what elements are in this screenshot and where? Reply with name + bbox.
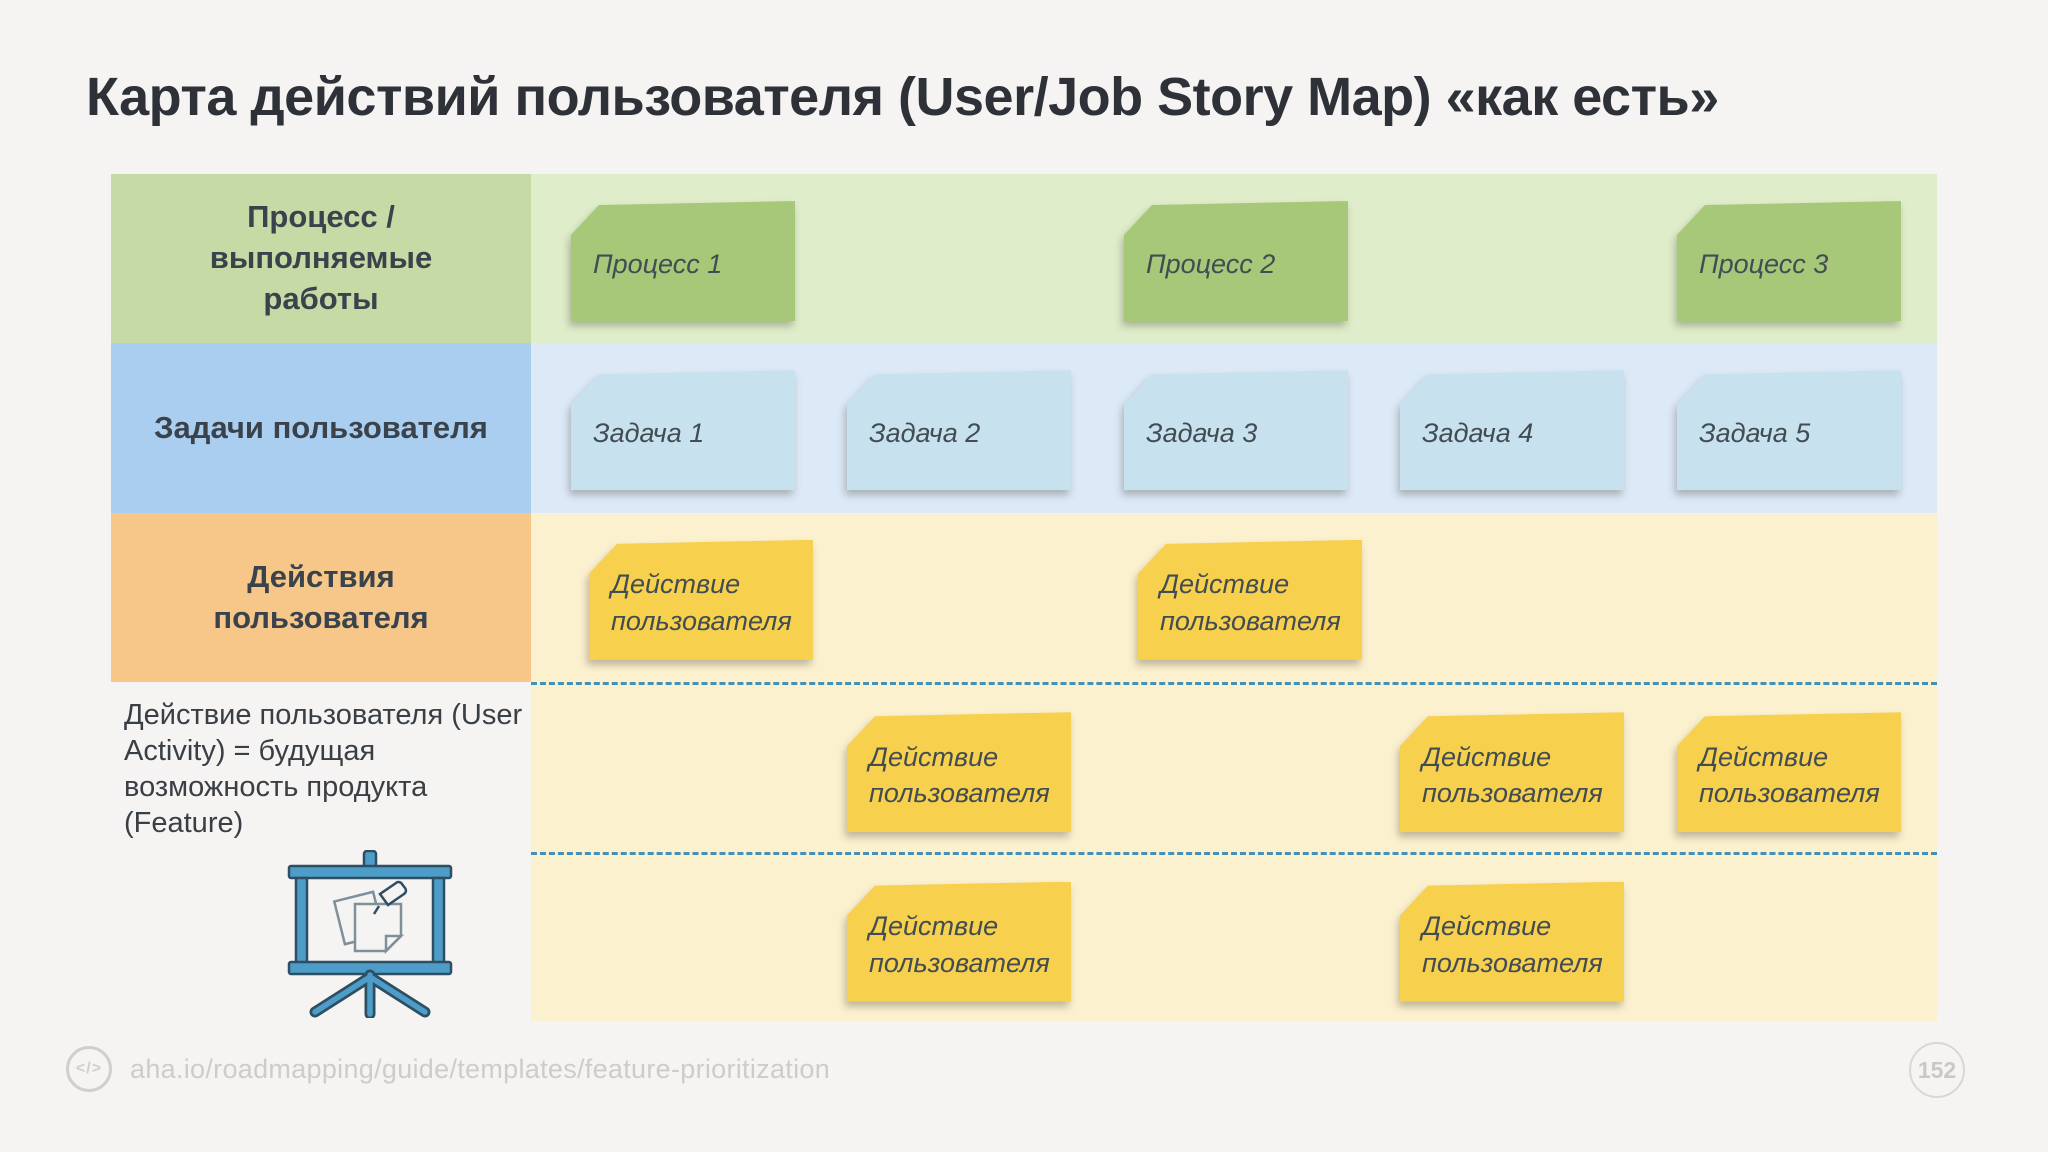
sticky-note: Действие пользователя	[1400, 881, 1624, 1002]
row-label-text: Процесс / выполняемые работы	[209, 199, 433, 317]
row-content-actions: Действие пользователя Действие пользовате…	[531, 512, 1937, 683]
row-label-text: Действия пользователя	[213, 558, 429, 635]
sticky-note-text: Действие пользователя	[1400, 881, 1624, 1002]
sticky-note: Задача 5	[1677, 370, 1901, 491]
row-label-actions: Действия пользователя	[111, 512, 531, 683]
sticky-note: Действие пользователя	[847, 881, 1071, 1002]
pushpin-glyph	[372, 880, 408, 915]
footer-url-link[interactable]: aha.io/roadmapping/guide/templates/featu…	[130, 1054, 831, 1084]
sticky-note: Процесс 1	[571, 201, 795, 321]
pinned-notes-glyph	[332, 890, 405, 955]
slide-title: Карта действий пользователя (User/Job St…	[86, 67, 1719, 127]
page-number-badge: 152	[1909, 1042, 1965, 1098]
sticky-note-text: Задача 1	[571, 370, 795, 491]
sticky-note-text: Действие пользователя	[847, 712, 1071, 833]
map-row-actions-row-3: Действие пользователя Действие пользовате…	[111, 851, 1937, 1022]
sidebar-annotation: Действие пользователя (User Activity) = …	[124, 699, 523, 839]
sticky-note: Задача 4	[1400, 370, 1624, 491]
sticky-note-text: Задача 2	[847, 370, 1071, 491]
row-content-tasks: Задача 1 Задача 2 Задача 3 Задача 4 Задача 5	[531, 343, 1937, 513]
sticky-note: Процесс 2	[1124, 201, 1348, 321]
sticky-note-text: Задача 3	[1124, 370, 1348, 491]
sticky-note-text: Действие пользователя	[847, 881, 1071, 1002]
sticky-note-text: Процесс 3	[1677, 201, 1901, 321]
sticky-note-text: Действие пользователя	[1138, 539, 1362, 660]
sticky-note-text: Задача 5	[1677, 370, 1901, 491]
row-content-actions-row-3: Действие пользователя Действие пользовате…	[531, 851, 1937, 1022]
sticky-note-text: Действие пользователя	[1400, 712, 1624, 833]
row-label-process: Процесс / выполняемые работы	[111, 174, 531, 344]
row-label-tasks: Задачи пользователя	[111, 343, 531, 513]
row-content-process: Процесс 1 Процесс 2 Процесс 3	[531, 174, 1937, 344]
sticky-note-text: Действие пользователя	[589, 539, 813, 660]
page-number: 152	[1917, 1056, 1957, 1083]
map-row-actions-row-2: Действие пользователя Действие пользовате…	[111, 682, 1937, 852]
sticky-note: Действие пользователя	[847, 712, 1071, 833]
sticky-note-text: Задача 4	[1400, 370, 1624, 491]
sticky-note: Действие пользователя	[589, 539, 813, 660]
code-icon: </>	[66, 1046, 112, 1092]
row-label-text: Задачи пользователя	[154, 409, 488, 445]
sticky-note: Действие пользователя	[1400, 712, 1624, 833]
sticky-note-text: Процесс 1	[571, 201, 795, 321]
map-row-actions: Действия пользователя Действие пользовате…	[111, 512, 1937, 683]
code-icon-glyph: </>	[75, 1060, 103, 1077]
row-content-actions-row-2: Действие пользователя Действие пользовате…	[531, 682, 1937, 852]
sticky-note: Действие пользователя	[1677, 712, 1901, 833]
sticky-note: Процесс 3	[1677, 201, 1901, 321]
sticky-note: Задача 2	[847, 370, 1071, 491]
sticky-note-text: Действие пользователя	[1677, 712, 1901, 833]
presentation-board-icon	[287, 850, 453, 1018]
sticky-note-text: Процесс 2	[1124, 201, 1348, 321]
sticky-note: Задача 3	[1124, 370, 1348, 491]
sticky-note: Задача 1	[571, 370, 795, 491]
sticky-note: Действие пользователя	[1138, 539, 1362, 660]
